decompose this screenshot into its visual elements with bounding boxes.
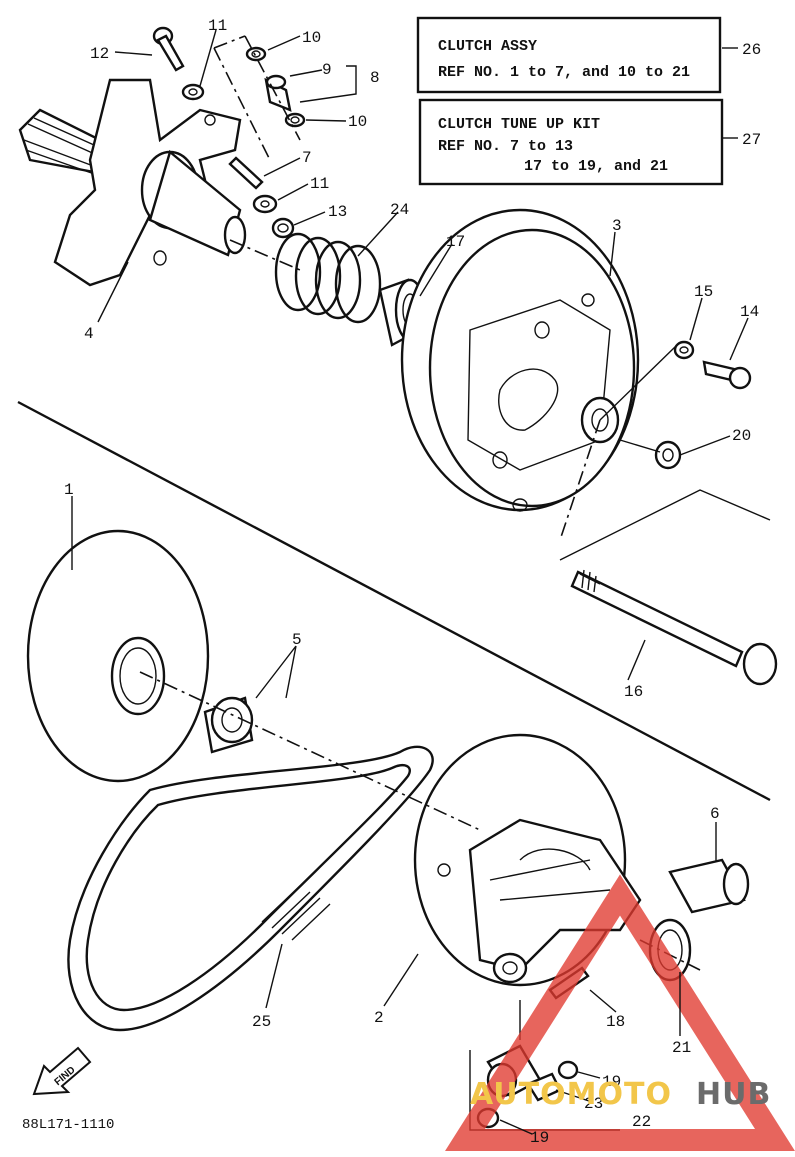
ref-label: 9 [322,61,332,79]
washer-20 [654,440,682,470]
watermark-logo [445,874,795,1151]
ref-label: 5 [292,631,302,649]
find-arrow: FIND [32,1046,92,1096]
ref-label: 14 [740,303,759,321]
fixed-sheave-spider [18,78,247,287]
clutch-kit-title: CLUTCH TUNE UP KIT [438,116,600,133]
ref-label: 11 [208,17,227,35]
ref-label: 17 [446,233,465,251]
ref-label: 21 [672,1039,691,1057]
ref-label: 20 [732,427,751,445]
washer-19-upper [557,1060,579,1080]
ref-label: 26 [742,41,761,59]
clutch-assy-refs: REF NO. 1 to 7, and 10 to 21 [438,64,690,81]
sleeve-6 [668,858,750,914]
ref-label: 22 [632,1113,651,1131]
separator-line [17,400,771,802]
ref-label: 10 [348,113,367,131]
ref-label: 24 [390,201,409,219]
ref-label: 6 [710,805,720,823]
nut-15 [673,340,695,360]
ref-labels: 12 11 10 9 8 10 7 11 13 24 17 3 15 14 20… [64,17,761,1147]
drive-belt-25 [67,745,434,1032]
ref-label: 18 [606,1013,625,1031]
ref-label: 3 [612,217,622,235]
clutch-kit-refs-2: 17 to 19, and 21 [524,158,668,175]
diagram-code: 88L171-1110 [22,1117,114,1133]
spring-24 [274,232,382,324]
roller-set-8 [213,35,306,161]
bolt-12 [152,26,185,72]
ref-label: 19 [602,1073,621,1091]
ref-label: 16 [624,683,643,701]
clutch-kit-refs-1: REF NO. 7 to 13 [438,138,573,155]
clutch-cover-3 [400,208,640,512]
clutch-kit-box: CLUTCH TUNE UP KIT REF NO. 7 to 13 17 to… [418,98,724,186]
ref-label: 4 [84,325,94,343]
clutch-assy-title: CLUTCH ASSY [438,38,537,55]
ref-label: 1 [64,481,74,499]
ref-label: 27 [742,131,761,149]
bushing-13 [271,217,295,239]
bolt-16 [570,569,778,686]
primary-sheave-2 [413,733,642,987]
watermark-text-automoto: AUTOMOTO [470,1077,672,1112]
ref-label: 11 [310,175,329,193]
washer-11-top [181,83,205,101]
ref-label: 8 [370,69,380,87]
ref-label: 10 [302,29,321,47]
watermark-text-hub: HUB [696,1077,771,1112]
leader-lines [71,29,749,1135]
clutch-assy-box: CLUTCH ASSY REF NO. 1 to 7, and 10 to 21 [416,16,722,94]
ref-label: 23 [584,1095,603,1113]
washer-11-mid [252,194,278,214]
ref-label: 12 [90,45,109,63]
ref-label: 25 [252,1013,271,1031]
ref-label: 2 [374,1009,384,1027]
movable-sheave-1 [26,529,210,783]
ref-label: 15 [694,283,713,301]
ref-label: 19 [530,1129,549,1147]
pin-7 [228,156,264,190]
bolt-14 [702,360,752,390]
ref-label: 7 [302,149,312,167]
bushing-5 [203,696,254,754]
ref-label: 13 [328,203,347,221]
